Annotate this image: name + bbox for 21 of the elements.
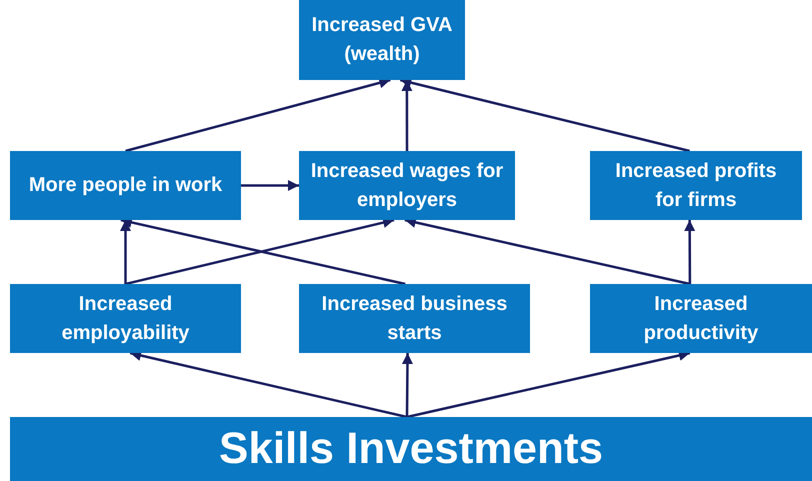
arrow xyxy=(125,78,391,152)
box-label: Increased productivity xyxy=(642,292,760,346)
process-box xyxy=(10,284,241,353)
process-box xyxy=(590,284,812,353)
process-box xyxy=(590,151,802,220)
arrow xyxy=(684,220,696,284)
box-label: Increased profits for firms xyxy=(614,158,778,212)
box-label: Increased wages for employers xyxy=(310,158,504,212)
arrow xyxy=(402,352,413,418)
foundation-banner xyxy=(10,417,812,481)
box-label: Increased business starts xyxy=(320,292,508,346)
box-label: Increased GVA (wealth) xyxy=(310,13,454,67)
arrow xyxy=(241,180,299,191)
arrow xyxy=(120,220,131,284)
process-box xyxy=(10,151,241,220)
process-box xyxy=(299,151,515,220)
process-box xyxy=(299,284,530,353)
outcome-box xyxy=(299,0,465,80)
box-label: More people in work xyxy=(28,173,222,198)
box-label: Increased employability xyxy=(60,292,190,346)
box-label: Skills Investments xyxy=(219,423,603,475)
